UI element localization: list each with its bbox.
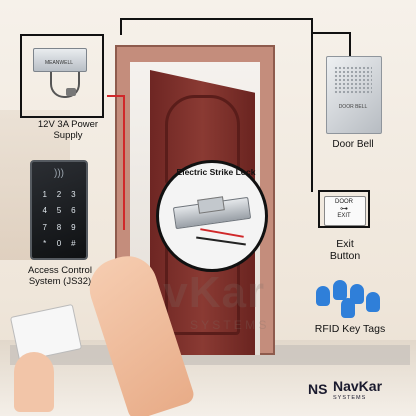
wire-top bbox=[120, 18, 312, 20]
power-supply-frame bbox=[20, 34, 104, 118]
keypad-grid: 1 2 3 4 5 6 7 8 9 * 0 # bbox=[38, 190, 80, 254]
key-icon: ⊶ bbox=[340, 204, 348, 213]
keypad-key[interactable]: * bbox=[43, 238, 47, 248]
wire-right-drop bbox=[311, 18, 313, 192]
exit-button-plate[interactable] bbox=[324, 196, 366, 226]
power-supply-unit bbox=[33, 48, 87, 72]
rfid-key-tag bbox=[333, 280, 347, 300]
wire-bell-top bbox=[311, 32, 351, 34]
wire-left-drop bbox=[120, 18, 122, 35]
wire-bell-drop bbox=[349, 32, 351, 56]
keypad-key[interactable]: 1 bbox=[42, 190, 47, 199]
access-control-label: Access Control System (JS32) bbox=[28, 265, 92, 287]
access-control-keypad bbox=[30, 160, 88, 260]
keypad-key[interactable]: 4 bbox=[42, 206, 47, 216]
power-supply-label: 12V 3A Power Supply bbox=[37, 119, 99, 141]
brand-logo-name: NavKar bbox=[333, 378, 383, 394]
keypad-key[interactable]: 7 bbox=[42, 222, 47, 232]
wire-red-top bbox=[107, 95, 125, 97]
brand-logo-subtitle: SYSTEMS bbox=[333, 395, 367, 401]
watermark-subtitle: S Y S T E M S bbox=[190, 318, 267, 332]
exit-plate-bottom-text: EXIT bbox=[337, 213, 351, 219]
power-plug bbox=[66, 88, 76, 96]
keypad-key[interactable]: # bbox=[71, 238, 76, 248]
hand-holding-card bbox=[14, 352, 54, 412]
rfid-key-tag bbox=[316, 286, 330, 306]
power-cable bbox=[50, 72, 80, 98]
door-bell-label: Door Bell bbox=[332, 139, 374, 150]
rfid-key-tag bbox=[350, 284, 364, 304]
keypad-key[interactable]: 8 bbox=[56, 222, 62, 232]
keypad-key[interactable]: 2 bbox=[56, 190, 62, 199]
strike-lock-label: Electric Strike Lock bbox=[176, 167, 256, 177]
exit-plate-top-text: DOOR bbox=[335, 199, 353, 205]
rfid-tags-label: RFID Key Tags bbox=[314, 323, 386, 335]
power-supply-brand: MEANWELL bbox=[44, 60, 74, 66]
keypad-key[interactable]: 6 bbox=[71, 206, 76, 216]
door-bell-device-text: DOOR BELL bbox=[338, 104, 368, 110]
exit-button-label: Exit Button bbox=[329, 238, 361, 263]
keypad-key[interactable]: 0 bbox=[56, 238, 62, 248]
keypad-key[interactable]: 9 bbox=[71, 222, 76, 232]
rfid-key-tag bbox=[366, 292, 380, 312]
keypad-key[interactable]: 3 bbox=[71, 190, 76, 199]
exit-button-frame bbox=[318, 190, 370, 228]
rfid-wave-icon: ))) bbox=[54, 168, 64, 179]
rfid-key-tag bbox=[341, 298, 355, 318]
brand-logo-mark: NS bbox=[308, 381, 328, 397]
wire-red-vertical bbox=[123, 95, 125, 230]
door-bell-grille bbox=[334, 66, 372, 94]
keypad-key[interactable]: 5 bbox=[56, 206, 62, 216]
